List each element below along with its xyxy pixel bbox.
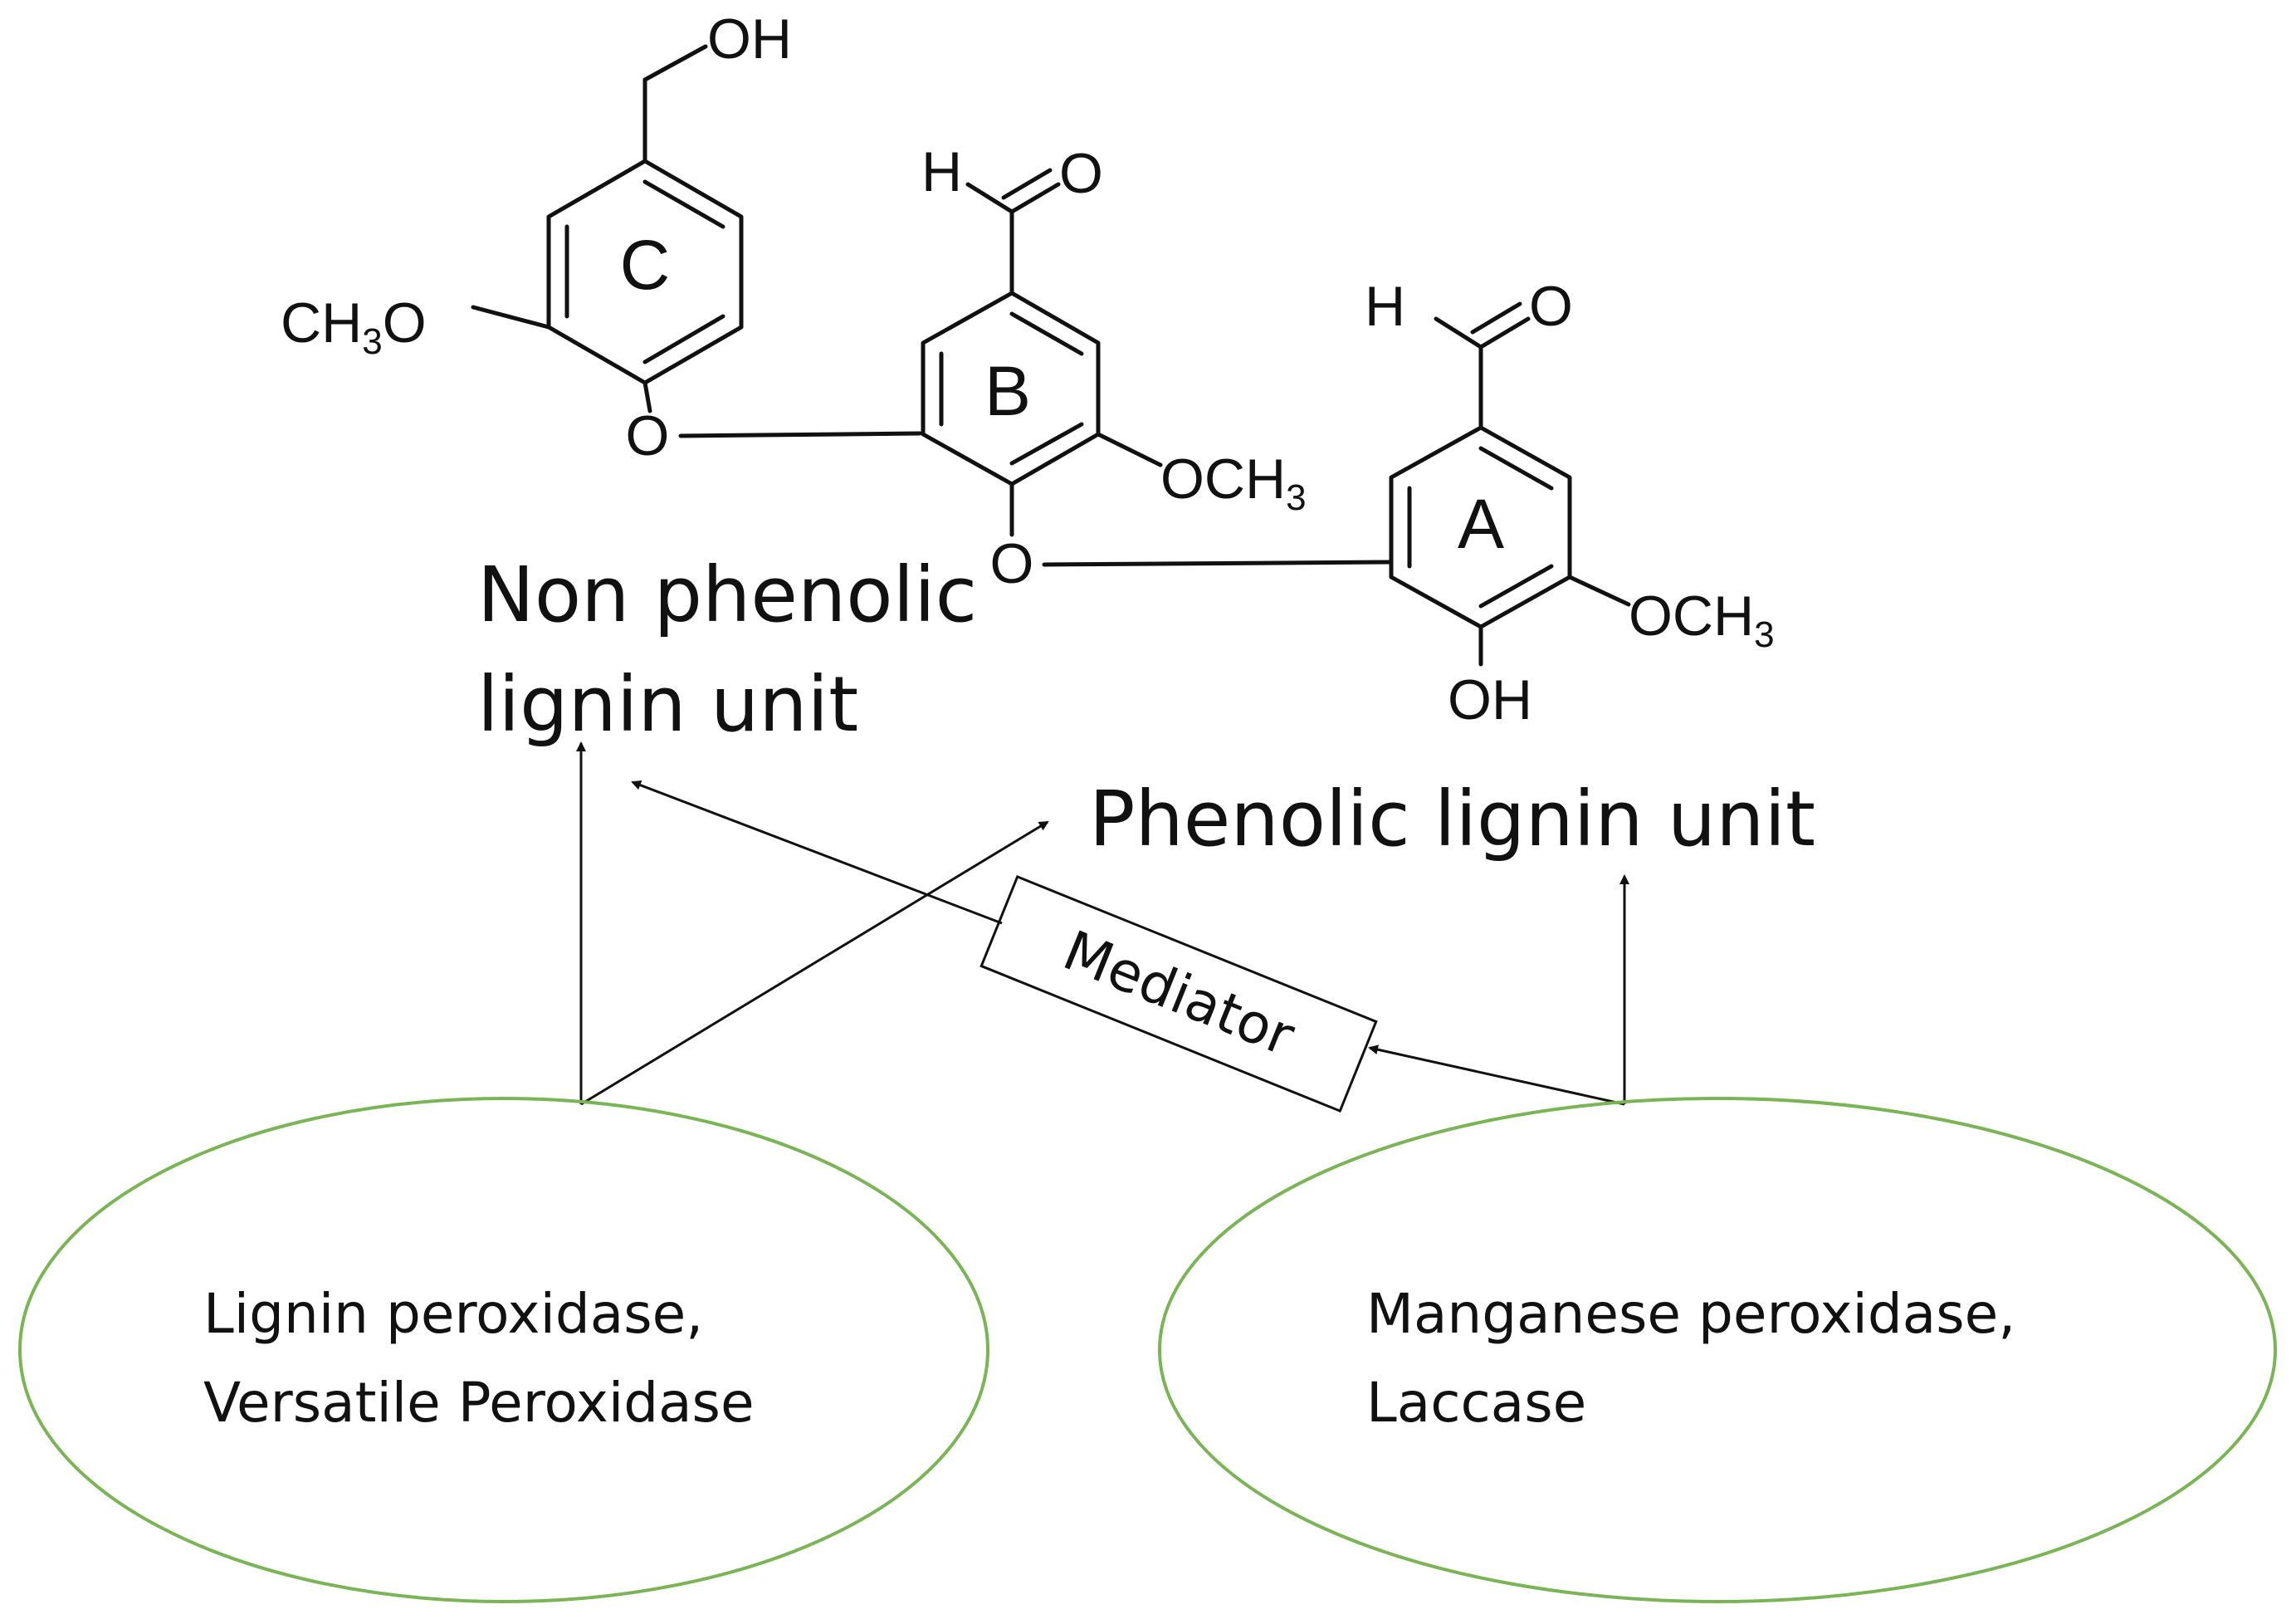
non-phenolic-label-line1: Non phenolic — [477, 550, 977, 639]
arrow-mediator-to-nonphenolic — [631, 780, 1003, 925]
ring-a-label: A — [1458, 485, 1504, 563]
ring-a-methoxy-label: OCH3 — [1629, 585, 1775, 655]
arrow-right-to-mediator — [1368, 1044, 1625, 1106]
aldehyde-b-h: H — [921, 140, 962, 203]
ring-c: C — [546, 159, 744, 385]
ether-b-a-o: O — [990, 532, 1034, 595]
enzyme-left-line2: Versatile Peroxidase — [203, 1371, 755, 1435]
hydroxymethyl-group: OH — [642, 7, 792, 164]
enzyme-right-line1: Manganese peroxidase, — [1366, 1282, 2015, 1346]
non-phenolic-label-line2: lignin unit — [477, 660, 858, 749]
ring-b: B — [921, 291, 1101, 487]
aldehyde-a: H O — [1365, 275, 1573, 430]
aldehyde-b-o: O — [1059, 142, 1103, 205]
ring-a-hydroxyl: OH — [1448, 624, 1532, 731]
aldehyde-a-h: H — [1365, 275, 1405, 338]
ring-c-label: C — [620, 226, 671, 304]
aldehyde-a-o: O — [1529, 275, 1573, 338]
phenolic-label: Phenolic lignin unit — [1089, 775, 1815, 863]
arrow-left-to-phenolic — [580, 820, 1049, 1106]
enzyme-right-line2: Laccase — [1366, 1371, 1586, 1435]
ring-a-methoxy: OCH3 — [1567, 575, 1775, 655]
ring-c-methoxy-label: CH3O — [281, 291, 427, 362]
ring-c-methoxy: CH3O — [281, 291, 551, 362]
ether-c-b: O — [626, 380, 922, 467]
ring-a: A — [1389, 425, 1572, 629]
ring-b-methoxy: OCH3 — [1096, 432, 1307, 518]
ring-a-hydroxyl-label: OH — [1448, 668, 1532, 731]
mediator-box: Mediator — [979, 874, 1378, 1113]
enzyme-ellipse-right: Manganese peroxidase, Laccase — [1158, 1097, 2277, 1603]
enzyme-ellipse-left: Lignin peroxidase, Versatile Peroxidase — [18, 1097, 989, 1603]
ether-c-b-o: O — [626, 404, 670, 467]
ether-b-a: O — [990, 482, 1394, 595]
hydroxymethyl-oh: OH — [707, 7, 792, 71]
ring-b-label: B — [984, 352, 1031, 430]
aldehyde-b: H O — [921, 140, 1103, 296]
ring-b-methoxy-label: OCH3 — [1160, 448, 1307, 518]
enzyme-left-line1: Lignin peroxidase, — [203, 1282, 703, 1346]
